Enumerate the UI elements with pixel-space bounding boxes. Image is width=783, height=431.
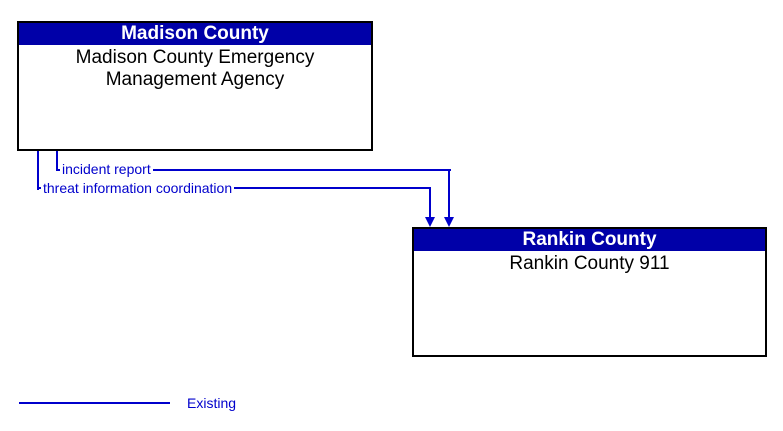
entity-region-header: Madison County	[19, 23, 371, 45]
flow-label-incident-report[interactable]: incident report	[60, 161, 153, 177]
flow-line-incident-report-horizontal	[56, 169, 451, 171]
entity-region-header: Rankin County	[414, 229, 765, 251]
flow-line-threat-info-vertical	[429, 187, 431, 219]
entity-body: Rankin County 911	[414, 251, 765, 275]
flow-label-threat-information-coordination[interactable]: threat information coordination	[41, 180, 235, 196]
legend-existing-label: Existing	[187, 395, 237, 411]
flow-line-threat-info-stub	[37, 151, 39, 190]
flow-line-incident-report-vertical	[448, 169, 450, 219]
entity-box-rankin-county-911[interactable]: Rankin County Rankin County 911	[412, 227, 767, 357]
flow-line-incident-report-stub	[56, 151, 58, 171]
entity-name: Madison County Emergency Management Agen…	[75, 47, 315, 90]
entity-body: Madison County Emergency Management Agen…	[19, 45, 371, 91]
entity-name: Rankin County 911	[509, 253, 670, 274]
arrowhead-down-icon	[444, 217, 454, 227]
legend-existing-line	[19, 402, 170, 404]
arrowhead-down-icon	[425, 217, 435, 227]
entity-box-madison-county-ema[interactable]: Madison County Madison County Emergency …	[17, 21, 373, 151]
